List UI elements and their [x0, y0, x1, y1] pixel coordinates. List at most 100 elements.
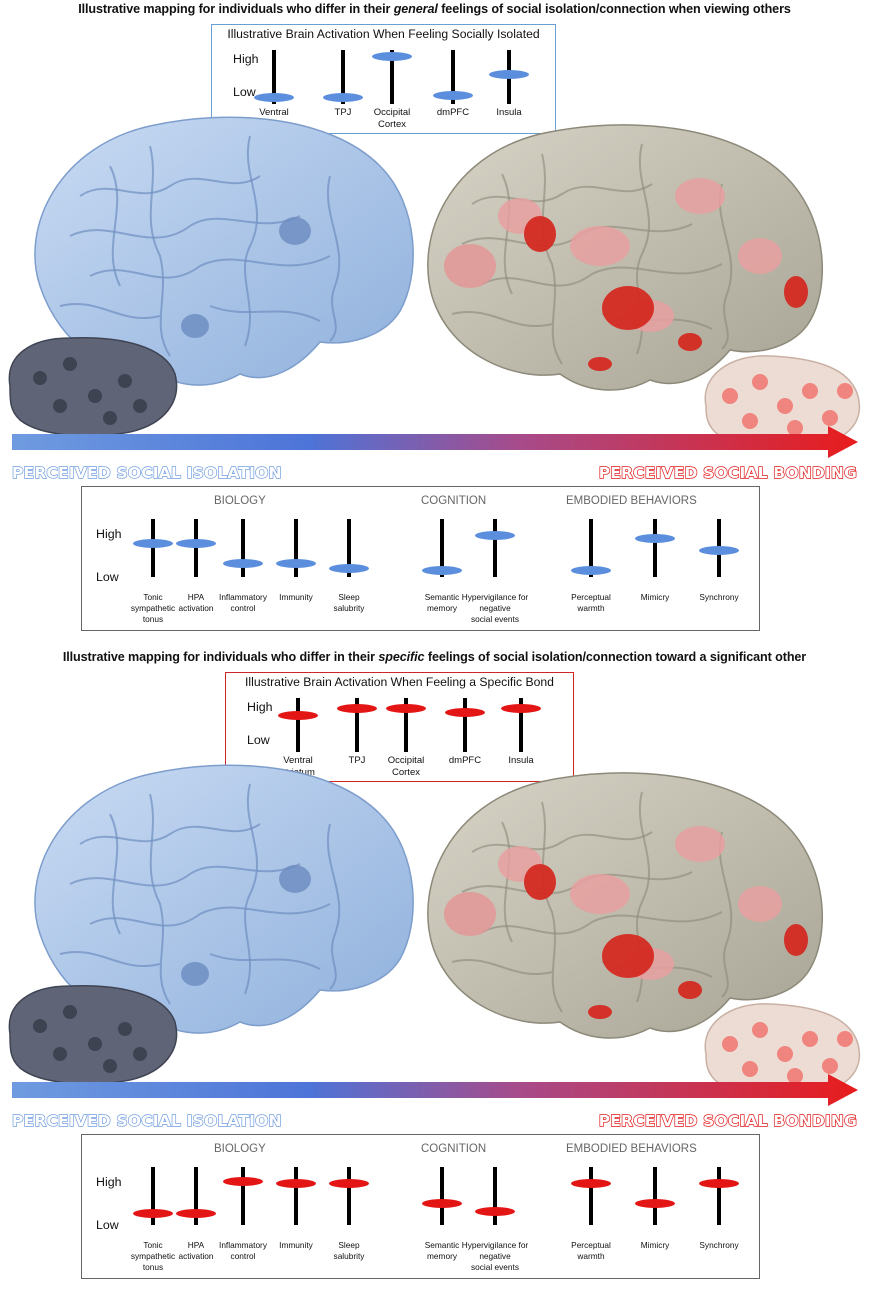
gyrus-line	[481, 263, 723, 287]
outcome-level-marker	[699, 1179, 739, 1188]
outcome-slider-8	[633, 1167, 677, 1225]
right-brain-bonded	[427, 124, 823, 391]
title-text-end: feelings of social isolation/connection …	[437, 2, 791, 16]
gyrus-line	[326, 175, 341, 342]
outcome-slider-track	[294, 1167, 298, 1225]
outcome-slider-track	[493, 519, 497, 577]
category-cognition: COGNITION	[421, 1143, 487, 1155]
outcome-label-line: Inflammatory	[219, 1240, 267, 1250]
isolation-bonding-arrow	[12, 1074, 858, 1106]
brain-region-level-marker	[254, 93, 294, 103]
medial-spot	[103, 411, 117, 425]
outcome-label-line: Perceptual	[571, 1240, 611, 1250]
outcome-label-line: warmth	[577, 603, 605, 613]
gyrus-line	[59, 303, 161, 319]
outcome-level-marker	[223, 1176, 263, 1186]
gyrus-line	[109, 165, 121, 287]
section-title: Illustrative mapping for individuals who…	[0, 2, 869, 16]
outcome-slider-track	[440, 519, 444, 577]
brain-region-label-line: Occipital	[387, 755, 425, 766]
activation-region	[279, 865, 311, 893]
outcome-slider-track	[241, 1167, 245, 1225]
brain-region-level-marker	[489, 70, 529, 80]
outcome-label-line: Synchrony	[699, 592, 739, 602]
right-brain-bonded	[427, 772, 823, 1039]
medial-spot	[787, 420, 803, 436]
outcome-slider-track	[194, 519, 198, 577]
outcome-label-line: Mimicry	[640, 592, 670, 602]
brain-box-title: Illustrative Brain Activation When Feeli…	[227, 27, 540, 41]
medial-spot	[63, 357, 77, 371]
brain-region-label: TPJ	[312, 755, 402, 767]
brain-region-label-line: dmPFC	[448, 755, 482, 766]
activation-region	[279, 217, 311, 245]
brain-region-label-line: Occipital	[373, 107, 411, 118]
outcome-level-marker	[475, 1206, 515, 1216]
outcome-label-line: warmth	[577, 1251, 605, 1261]
medial-spot	[103, 1059, 117, 1073]
brain-region-slider-track	[404, 698, 408, 752]
medial-spot	[837, 1031, 853, 1047]
outcome-level-marker	[699, 546, 739, 555]
outcome-label-line: memory	[427, 603, 457, 613]
brain-region-slider-3	[431, 50, 475, 104]
outcome-label-line: HPA	[187, 592, 205, 602]
gyrus-line	[481, 911, 723, 935]
outcome-label-line: memory	[427, 1251, 457, 1261]
outcome-label-line: negative	[479, 1251, 511, 1261]
gyrus-line	[209, 305, 321, 322]
activation-region	[524, 216, 556, 252]
outcome-slider-track	[347, 519, 351, 577]
axis-label-isolation: PERCEIVED SOCIAL ISOLATION	[11, 1111, 282, 1130]
high-label: High	[247, 700, 273, 714]
brain-region-slider-4	[499, 698, 543, 752]
axis-label-bonding: PERCEIVED SOCIAL BONDING	[598, 1111, 858, 1130]
brain-region-slider-3	[443, 698, 487, 752]
brain-region-level-marker	[323, 93, 363, 103]
medial-spot	[752, 374, 768, 390]
outcome-label-line: HPA	[187, 1240, 205, 1250]
gyrus-line	[718, 183, 733, 350]
outcome-label-line: Tonic	[143, 592, 163, 602]
outcome-level-marker	[571, 566, 611, 575]
medial-spot	[88, 1037, 102, 1051]
activation-region-light	[570, 226, 630, 266]
medial-spot	[742, 413, 758, 429]
brain-region-level-marker	[433, 90, 473, 100]
outcome-label-line: tonus	[142, 614, 164, 624]
activation-region-light	[570, 874, 630, 914]
brain-region-label: TPJ	[298, 107, 388, 119]
medial-spot	[53, 1047, 67, 1061]
outcome-label-line: Immunity	[279, 1240, 313, 1250]
brain-region-label-line: Insula	[508, 755, 534, 766]
brain-activation-box: Illustrative Brain Activation When Feeli…	[211, 24, 556, 134]
activation-region	[678, 333, 702, 351]
outcome-label-line: Sleep	[338, 592, 360, 602]
outcome-slider-3	[274, 519, 318, 577]
outcome-label-line: social events	[471, 1262, 519, 1272]
gradient-arrow	[12, 426, 858, 458]
outcome-slider-track	[294, 519, 298, 577]
outcome-slider-0	[131, 519, 175, 577]
outcome-label: Synchrony	[679, 592, 759, 603]
outcome-label-line: sympathetic	[130, 1251, 176, 1261]
outcome-level-marker	[176, 1209, 216, 1218]
brain-region-slider-4	[487, 50, 531, 104]
left-brain-isolated	[34, 764, 414, 1034]
medial-spot	[777, 398, 793, 414]
brain-region-label-line: TPJ	[334, 107, 352, 118]
outcome-slider-7	[569, 519, 613, 577]
outcome-slider-6	[473, 1167, 517, 1225]
brain-region-slider-track	[463, 698, 467, 752]
gyrus-line	[69, 215, 301, 239]
panel-specific: Illustrative mapping for individuals who…	[0, 648, 869, 1288]
brain-region-label: Insula	[464, 107, 554, 119]
medial-spot	[63, 1005, 77, 1019]
outcome-label-line: Hypervigilance for	[461, 1240, 529, 1250]
outcome-label-line: Inflammatory	[219, 592, 267, 602]
outcome-label-line: control	[230, 1251, 256, 1261]
gyrus-line	[541, 801, 563, 1013]
